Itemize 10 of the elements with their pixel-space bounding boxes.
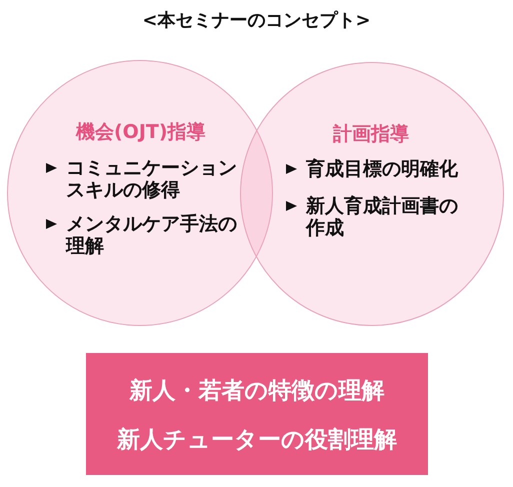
bullet-item: コミュニケーションスキルの修得 — [46, 157, 248, 201]
box-text: 新人・若者の特徴の理解 — [130, 378, 384, 404]
circle-heading: 計画指導 — [333, 122, 409, 147]
summary-box — [86, 353, 428, 475]
bullet-item: 新人育成計画書の作成 — [286, 195, 466, 239]
title: <本セミナーのコンセプト> — [142, 10, 371, 31]
circle-heading: 機会(OJT)指導 — [76, 120, 206, 145]
bullet-item: 育成目標の明確化 — [286, 158, 466, 180]
bullet-item: メンタルケア手法の理解 — [46, 213, 248, 257]
box-text: 新人チューターの役割理解 — [117, 427, 397, 453]
